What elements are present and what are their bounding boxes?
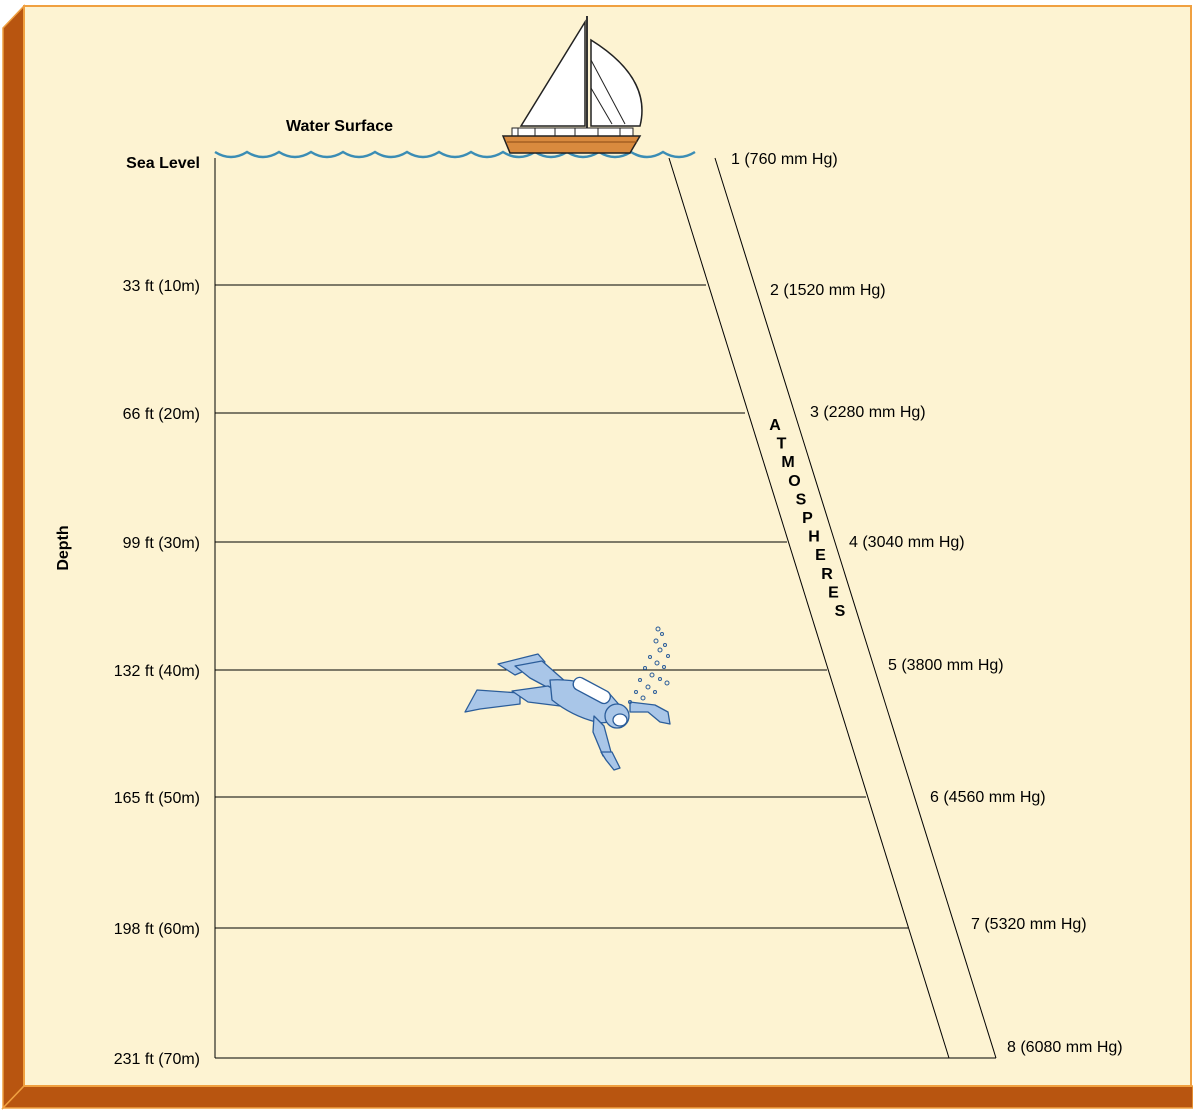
atmospheres-letter: S: [835, 603, 846, 620]
scuba-diver-icon: [464, 653, 671, 771]
water-surface-label: Water Surface: [286, 118, 393, 135]
depth-label: 231 ft (70m): [114, 1051, 200, 1068]
pressure-label: 6 (4560 mm Hg): [930, 789, 1046, 806]
atmospheres-column-right-edge: [714, 157, 997, 1059]
depth-label: 132 ft (40m): [114, 663, 200, 680]
pressure-label: 1 (760 mm Hg): [731, 151, 838, 168]
depth-axis-label: Depth: [55, 525, 72, 570]
atmospheres-letter: O: [788, 473, 800, 490]
bubbles: [628, 626, 670, 704]
atmospheres-letter: R: [821, 566, 833, 583]
pressure-label: 3 (2280 mm Hg): [810, 404, 926, 421]
pressure-label: 2 (1520 mm Hg): [770, 282, 886, 299]
atmospheres-letter: E: [828, 584, 839, 601]
frame-side-left: [2, 4, 25, 1110]
water-surface-waves: [214, 150, 696, 159]
pressure-label: 4 (3040 mm Hg): [849, 534, 965, 551]
atmospheres-letter: A: [769, 417, 781, 434]
atmospheres-letter: E: [815, 547, 826, 564]
atmospheres-letter: M: [781, 454, 794, 471]
atmospheres-letter: P: [802, 510, 813, 527]
depth-label: 66 ft (20m): [123, 406, 200, 423]
pressure-label: 5 (3800 mm Hg): [888, 657, 1004, 674]
pressure-label: 8 (6080 mm Hg): [1007, 1039, 1123, 1056]
atmospheres-letter: T: [777, 436, 787, 453]
depth-label: 165 ft (50m): [114, 790, 200, 807]
sailboat-icon: [501, 16, 643, 154]
atmospheres-letter: S: [796, 491, 807, 508]
depth-label: 99 ft (30m): [123, 535, 200, 552]
pressure-label: 7 (5320 mm Hg): [971, 916, 1087, 933]
frame-side-bottom: [1, 1085, 1193, 1109]
depth-label: 198 ft (60m): [114, 921, 200, 938]
atmospheres-column-left-edge: [668, 157, 950, 1059]
depth-label: 33 ft (10m): [123, 278, 200, 295]
sea-level-label: Sea Level: [126, 155, 200, 172]
frame-face: [23, 5, 1192, 1087]
atmospheres-letter: H: [808, 529, 820, 546]
